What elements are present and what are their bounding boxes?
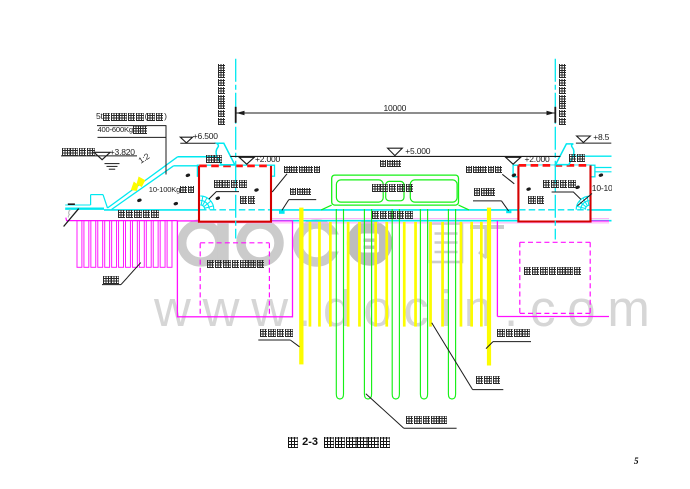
svg-text:www.docin.com: www.docin.com xyxy=(153,280,662,337)
